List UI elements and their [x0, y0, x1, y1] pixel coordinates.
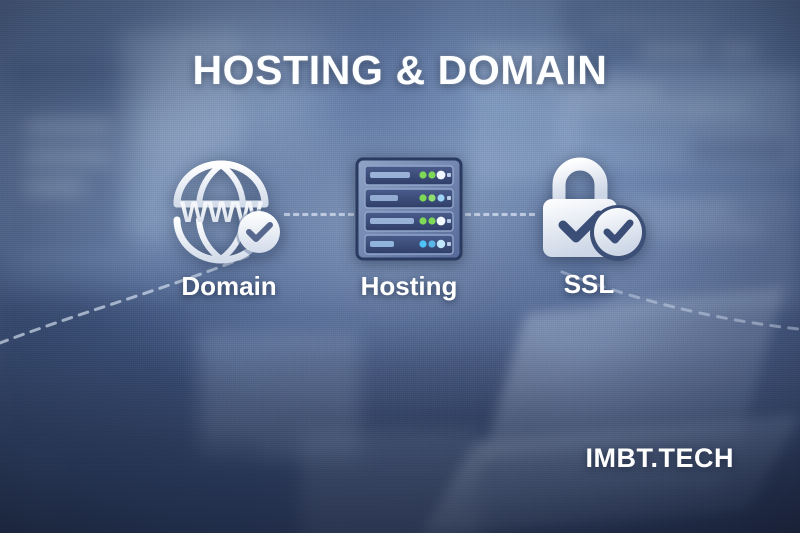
node-label-domain: Domain: [181, 271, 277, 301]
page-title: HOSTING & DOMAIN: [192, 47, 608, 93]
node-domain[interactable]: WWW Domain: [139, 160, 319, 302]
node-ssl[interactable]: SSL: [499, 155, 679, 300]
padlock-check-icon: [499, 155, 679, 261]
brand-watermark: IMBT.TECH: [585, 443, 734, 473]
node-label-hosting: Hosting: [360, 271, 458, 301]
node-label-ssl: SSL: [563, 269, 615, 299]
server-rack-icon: [319, 155, 499, 261]
node-hosting[interactable]: Hosting: [319, 155, 499, 302]
globe-www-check-icon: WWW: [139, 160, 319, 265]
connector-hosting-to-ssl: [465, 213, 535, 216]
connector-domain-to-hosting: [284, 213, 354, 216]
